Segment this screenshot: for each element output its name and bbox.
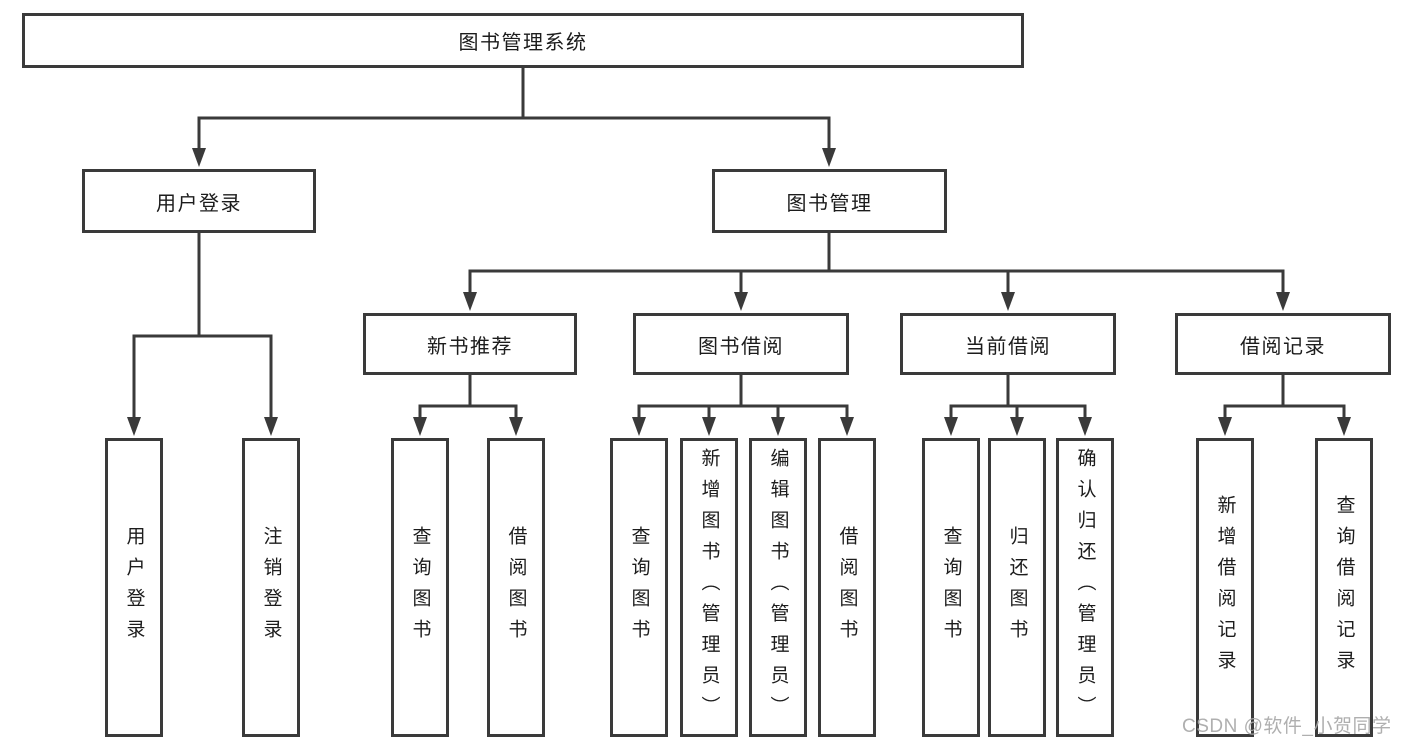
node-borrow-records: 借阅记录 (1175, 313, 1391, 375)
node-book-management: 图书管理 (712, 169, 947, 233)
node-label: 查询图书 (940, 525, 962, 650)
node-label: 编辑图书（管理员） (767, 448, 789, 727)
node-label: 注销登录 (260, 525, 282, 650)
node-label: 借阅图书 (505, 525, 527, 650)
leaf-query-books-borrow: 查询图书 (610, 438, 668, 737)
node-current-borrow: 当前借阅 (900, 313, 1116, 375)
leaf-query-books-recommend: 查询图书 (391, 438, 449, 737)
leaf-edit-book-admin: 编辑图书（管理员） (749, 438, 807, 737)
node-label: 确认归还（管理员） (1074, 448, 1096, 727)
leaf-user-login: 用户登录 (105, 438, 163, 737)
csdn-watermark: CSDN @软件_小贺同学 (1182, 716, 1392, 737)
leaf-borrow-books-recommend: 借阅图书 (487, 438, 545, 737)
node-label: 用户登录 (123, 525, 145, 650)
node-book-borrow: 图书借阅 (633, 313, 849, 375)
node-label: 查询图书 (409, 525, 431, 650)
leaf-return-book: 归还图书 (988, 438, 1046, 737)
node-library-management-system: 图书管理系统 (22, 13, 1024, 68)
leaf-add-borrow-record: 新增借阅记录 (1196, 438, 1254, 737)
leaf-confirm-return-admin: 确认归还（管理员） (1056, 438, 1114, 737)
leaf-query-borrow-record: 查询借阅记录 (1315, 438, 1373, 737)
node-new-book-recommend: 新书推荐 (363, 313, 577, 375)
node-label: 归还图书 (1006, 525, 1028, 650)
node-label: 查询图书 (628, 525, 650, 650)
node-label: 新增借阅记录 (1214, 494, 1236, 681)
leaf-query-books-current: 查询图书 (922, 438, 980, 737)
node-user-login: 用户登录 (82, 169, 316, 233)
leaf-logout: 注销登录 (242, 438, 300, 737)
node-label: 查询借阅记录 (1333, 494, 1355, 681)
node-label: 借阅图书 (836, 525, 858, 650)
leaf-borrow-books: 借阅图书 (818, 438, 876, 737)
node-label: 新增图书（管理员） (698, 448, 720, 727)
leaf-add-book-admin: 新增图书（管理员） (680, 438, 738, 737)
